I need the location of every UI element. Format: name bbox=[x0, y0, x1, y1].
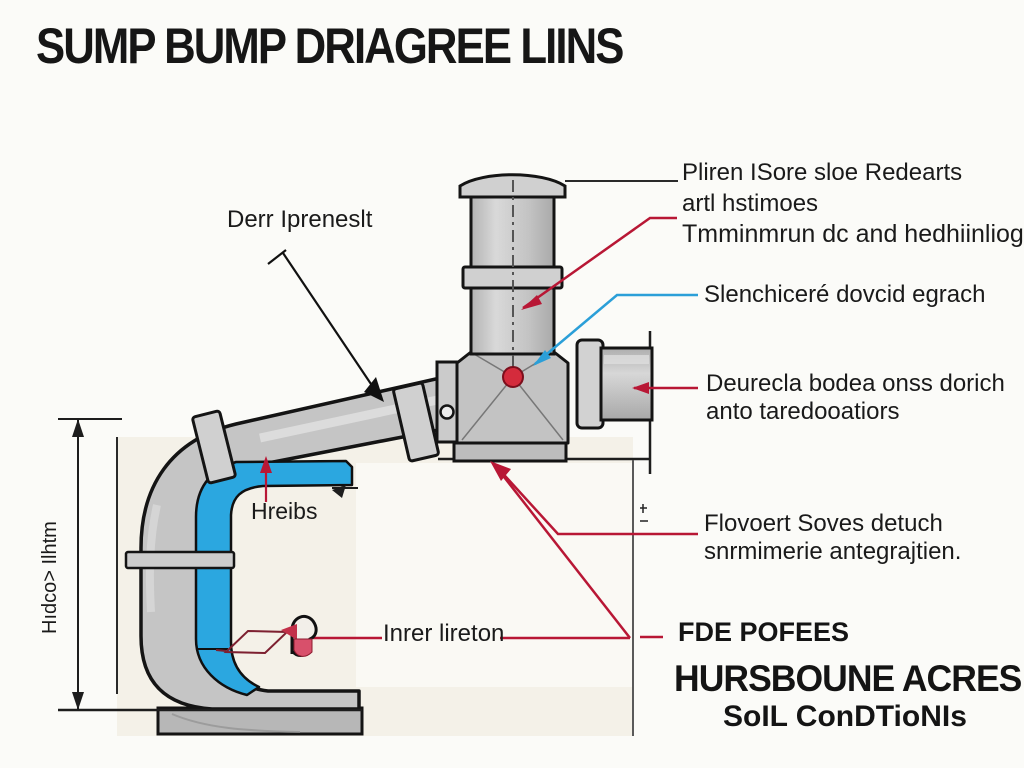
footer-line3: SoIL ConDTioNIs bbox=[723, 700, 967, 733]
pipe-coupling-left bbox=[191, 409, 237, 485]
leader-outlet-arrow bbox=[632, 382, 649, 394]
label-lower-line2: snrmimerie antegrajtien. bbox=[704, 538, 962, 565]
label-outlet-line1: Deurecla bodea onss dorich bbox=[706, 370, 1005, 397]
label-outlet-line2: anto taredooatiors bbox=[706, 398, 900, 425]
leader-red-riser bbox=[522, 216, 677, 310]
leader-shared-arrow bbox=[490, 461, 511, 481]
tee-left-flange bbox=[435, 360, 459, 444]
label-riser-top-line2: artl hstimoes bbox=[682, 190, 819, 217]
center-marker-dot bbox=[502, 366, 524, 388]
leader-red-riser-arrow bbox=[521, 295, 542, 310]
dim-arrow-up bbox=[72, 419, 84, 437]
pointer-arrowhead bbox=[364, 377, 384, 402]
flange-bolt-hole bbox=[439, 404, 455, 420]
footer-line1: FDE POFEES bbox=[678, 617, 850, 647]
page-title: SUMP BUMP DRIAGREE LIINS bbox=[36, 17, 624, 74]
label-lower-line1: Flovoert Soves detuch bbox=[704, 510, 943, 537]
inlet-valve-red-body bbox=[293, 638, 313, 657]
outlet-pipe-highlight bbox=[604, 355, 649, 364]
label-inlet: Inrer lireton bbox=[383, 620, 505, 647]
pipe-clamp-band bbox=[124, 550, 236, 570]
pointer-arrow-flag bbox=[267, 249, 287, 265]
leader-footer-diagonal bbox=[496, 467, 631, 639]
outlet-flange-ring bbox=[575, 338, 605, 430]
tee-bottom-plate bbox=[452, 441, 568, 463]
label-blue-note: Slenchiceré dovcid egrach bbox=[704, 281, 986, 308]
dim-arrow-down bbox=[72, 692, 84, 710]
label-dimension-vertical: Hıdco> Ilhtm bbox=[39, 521, 61, 634]
leader-blue-arrow bbox=[533, 350, 551, 366]
label-riser-second: Tmminmrun dc and hedhiinliogs bbox=[682, 220, 1024, 248]
water-channel bbox=[194, 459, 354, 697]
pipe-coupling-right bbox=[392, 381, 440, 463]
base-shading-line bbox=[171, 713, 301, 733]
pit-interior bbox=[356, 463, 632, 687]
inlet-valve-arrow bbox=[281, 624, 297, 640]
diamond-tail bbox=[215, 649, 227, 652]
label-riser-top-line1: Pliren ISore sloe Redearts bbox=[682, 159, 963, 186]
pit-corner-arrow bbox=[332, 485, 346, 498]
label-pointer: Derr Ipreneslt bbox=[227, 206, 373, 233]
pointer-arrow-line bbox=[282, 252, 376, 391]
footer-line2: HURSBOUNE ACRES bbox=[674, 658, 1022, 699]
artifact-marks bbox=[640, 504, 648, 522]
label-water: Hreibs bbox=[251, 498, 318, 524]
water-label-arrow bbox=[260, 456, 272, 473]
leader-lower-line bbox=[495, 465, 698, 536]
leader-blue-line bbox=[534, 293, 698, 365]
